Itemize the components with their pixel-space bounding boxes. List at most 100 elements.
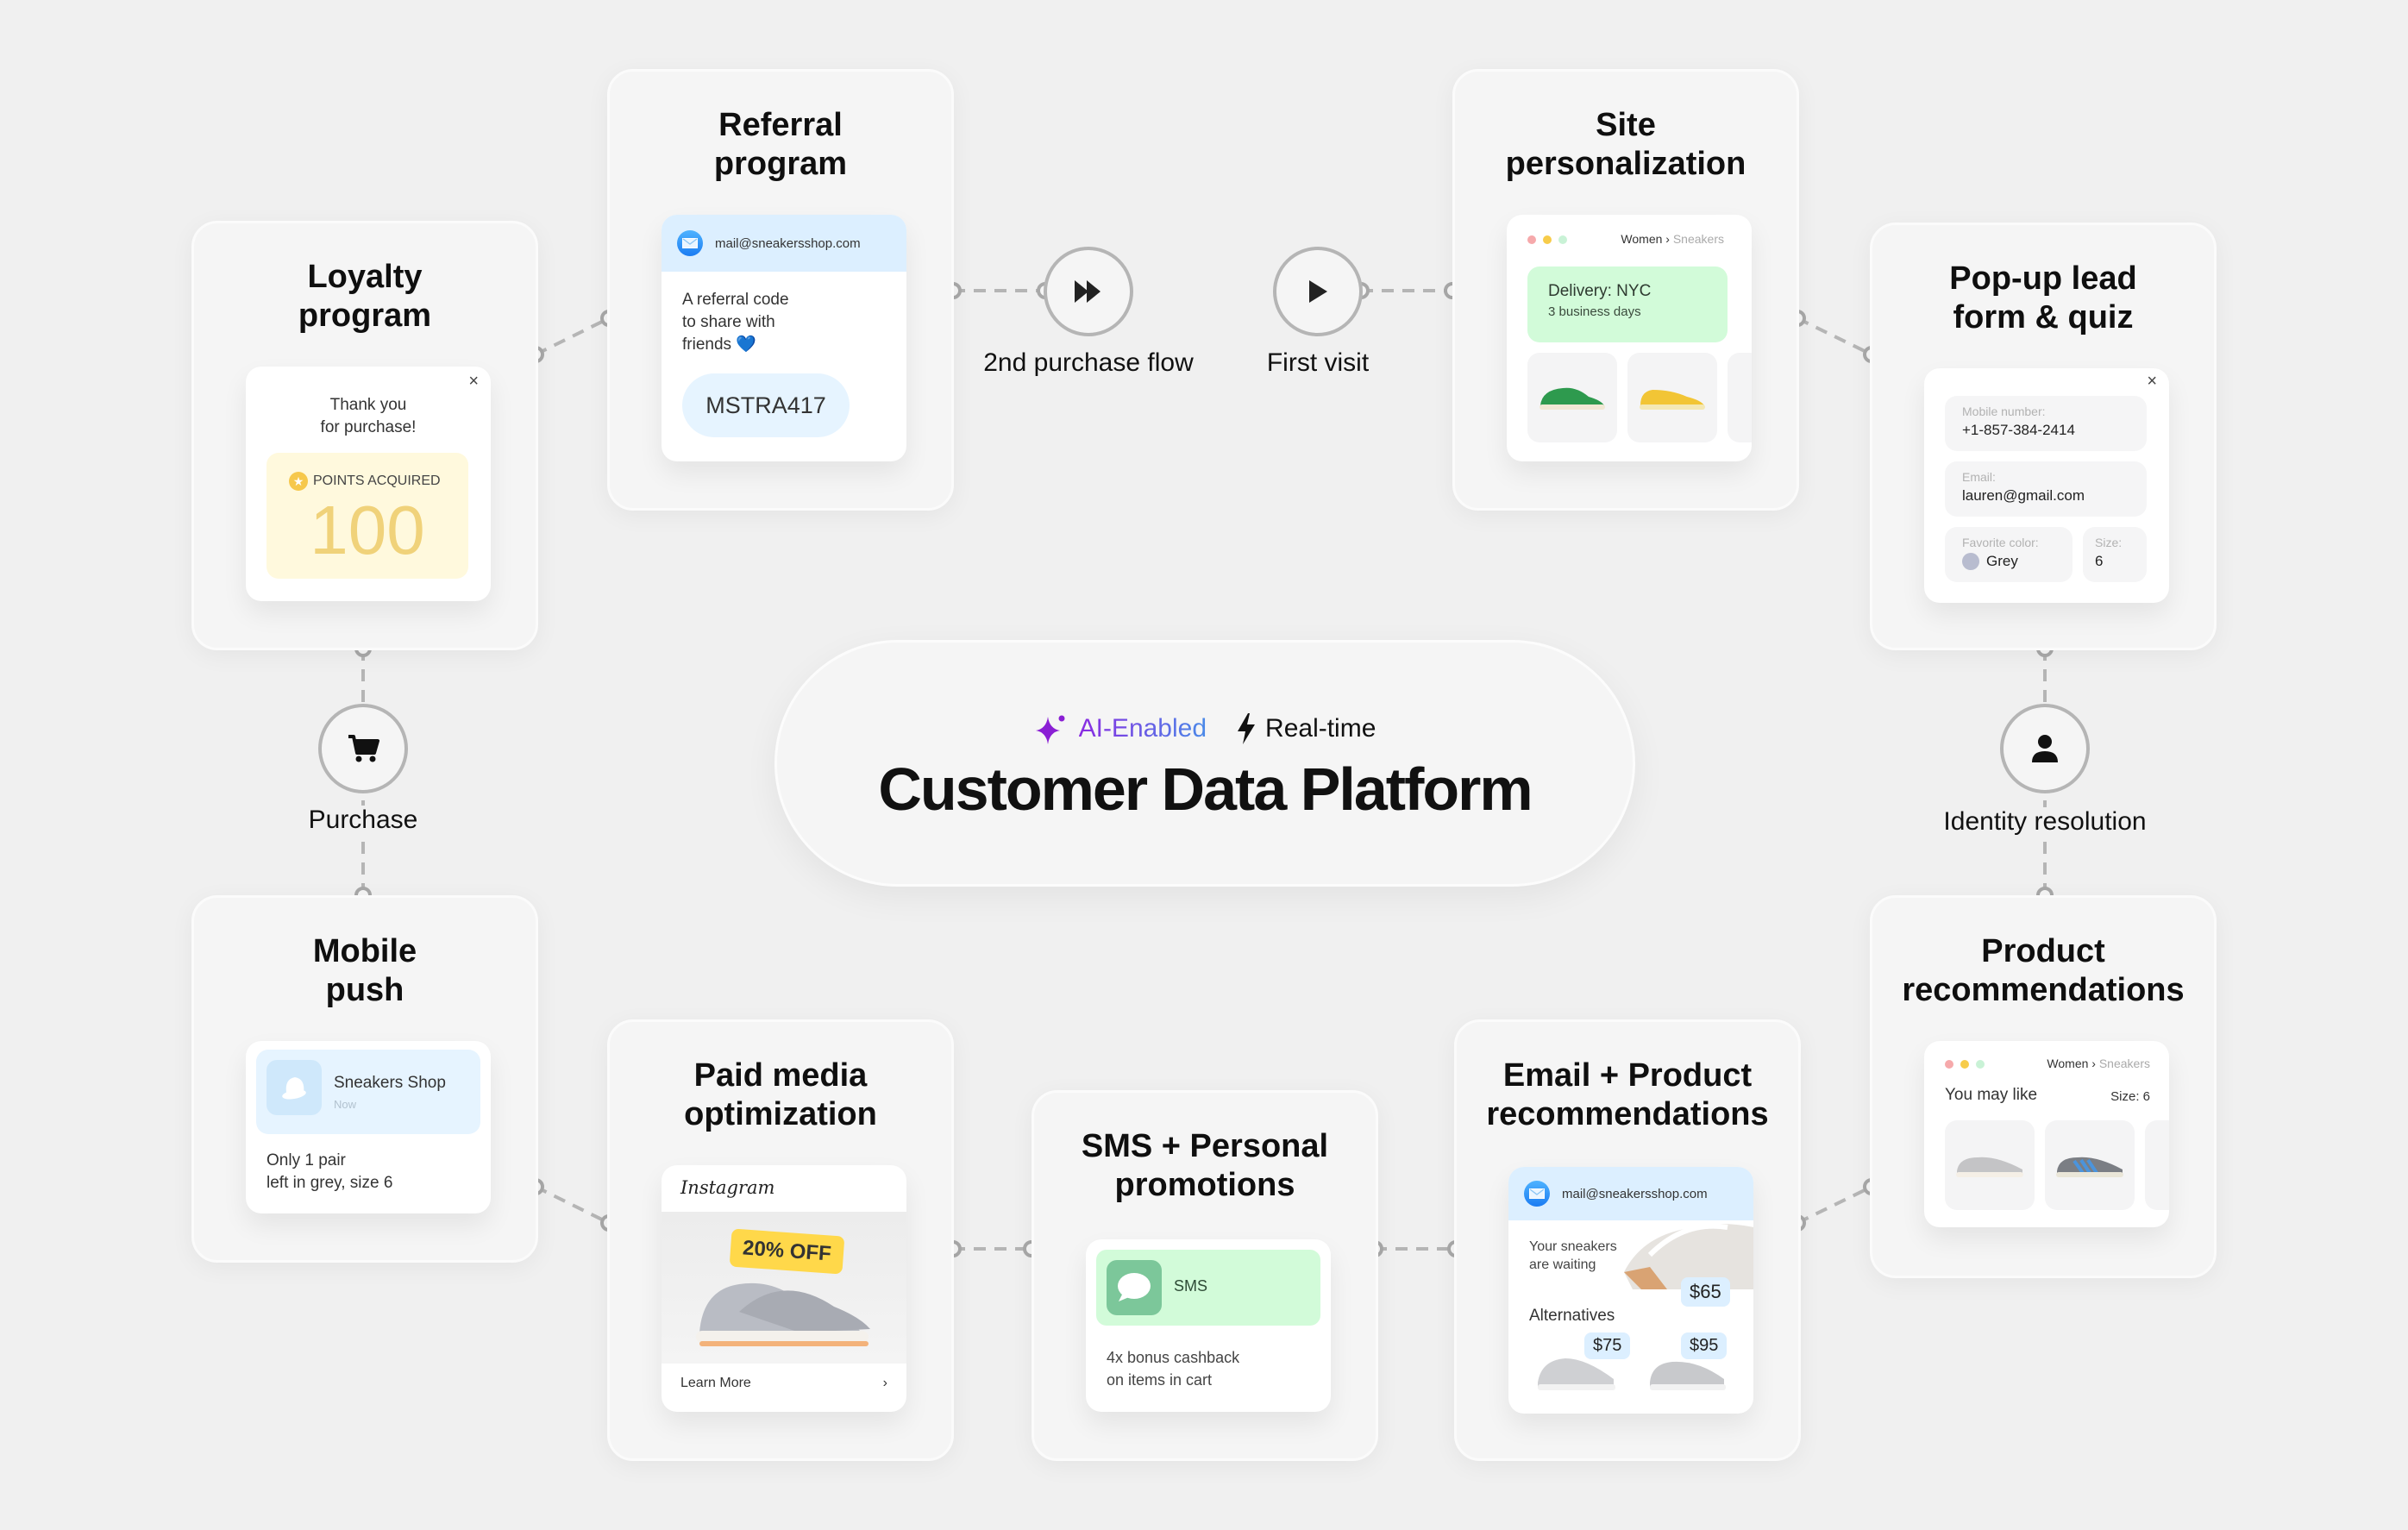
email-header: mail@sneakersshop.com	[662, 215, 906, 272]
node-label-identity: Identity resolution	[1943, 807, 2147, 837]
card-site-personalization: Site personalization Women › Sneakers De…	[1452, 69, 1799, 511]
card-title: Paid media optimization	[684, 1057, 877, 1132]
realtime-label: Real-time	[1265, 714, 1376, 743]
delivery-banner: Delivery: NYC 3 business days	[1527, 266, 1728, 342]
breadcrumb: Women › Sneakers	[2047, 1057, 2150, 1070]
card-product-recommendations: Product recommendations Women › Sneakers…	[1870, 895, 2217, 1278]
alt-sneaker-1-icon[interactable]	[1534, 1350, 1621, 1393]
breadcrumb: Women › Sneakers	[1621, 232, 1724, 246]
points-value: 100	[310, 492, 425, 568]
fast-forward-icon	[1075, 280, 1101, 303]
size-field[interactable]: Size: 6	[2083, 527, 2147, 582]
product-thumb[interactable]	[1945, 1120, 2035, 1210]
email-text-2: are waiting	[1529, 1257, 1596, 1272]
referral-text-3: friends 💙	[682, 335, 756, 354]
blue-stripe-sneaker-icon	[2056, 1157, 2123, 1177]
ad-image: 20% OFF	[662, 1212, 906, 1364]
email-label: Email:	[1962, 470, 1996, 484]
recommendations-preview: Women › Sneakers You may like Size: 6	[1924, 1041, 2169, 1227]
realtime-tag: Real-time	[1236, 712, 1376, 745]
sparkle-icon	[1035, 715, 1065, 744]
close-icon[interactable]: ×	[2147, 372, 2157, 391]
favorite-color-field[interactable]: Favorite color: Grey	[1945, 527, 2073, 582]
connector-mobile-paid	[535, 1185, 610, 1225]
color-label: Favorite color:	[1962, 536, 2039, 549]
node-identity-resolution[interactable]	[2000, 704, 2090, 793]
size-value: 6	[2095, 553, 2104, 569]
card-referral-program: Referral program mail@sneakersshop.com A…	[607, 69, 954, 511]
ai-enabled-tag: AI-Enabled	[1034, 712, 1207, 746]
card-email-recommendations: Email + Product recommendations mail@sne…	[1454, 1019, 1801, 1461]
email-value: lauren@gmail.com	[1962, 487, 2085, 504]
color-swatch	[1962, 553, 1979, 570]
featured-sneaker-icon	[1624, 1223, 1753, 1289]
card-title: Site personalization	[1505, 107, 1746, 182]
mobile-value: +1-857-384-2414	[1962, 422, 2075, 438]
sms-channel-label: SMS	[1174, 1277, 1208, 1295]
referral-code[interactable]: MSTRA417	[682, 373, 850, 437]
card-title: Email + Product recommendations	[1486, 1057, 1769, 1132]
connector-loyalty-referral	[535, 317, 610, 356]
breadcrumb-women[interactable]: Women	[1621, 232, 1663, 246]
product-thumb[interactable]	[1527, 353, 1617, 442]
card-title: SMS + Personal promotions	[1081, 1128, 1329, 1203]
play-icon	[1309, 280, 1327, 303]
breadcrumb-women[interactable]: Women	[2047, 1057, 2089, 1070]
product-thumb[interactable]	[2145, 1120, 2169, 1210]
points-label: POINTS ACQUIRED	[313, 473, 441, 488]
thanks-line-2: for purchase!	[320, 418, 417, 436]
push-notification: Sneakers Shop Now Only 1 pair left in gr…	[246, 1041, 491, 1213]
alt-sneaker-2-icon[interactable]	[1646, 1351, 1729, 1393]
grey-sneaker-icon	[1956, 1157, 2023, 1177]
connector-site-popup	[1797, 317, 1872, 356]
delivery-title: Delivery: NYC	[1548, 282, 1652, 300]
lightning-icon	[1238, 713, 1256, 744]
star-icon: ★	[289, 472, 308, 491]
bell-icon	[267, 1060, 322, 1115]
size-label: Size:	[2095, 536, 2123, 549]
yellow-sneaker-icon	[1640, 390, 1705, 410]
product-thumb[interactable]	[1627, 353, 1717, 442]
sender-address: mail@sneakersshop.com	[715, 235, 861, 251]
instagram-logo: Instagram	[680, 1177, 775, 1198]
mail-icon	[677, 230, 703, 256]
cdp-hub: AI-Enabled Real-time Customer Data Platf…	[774, 640, 1635, 887]
lead-form-popup: × Mobile number: +1-857-384-2414 Email: …	[1924, 368, 2169, 603]
card-mobile-push: Mobile push Sneakers Shop Now Only 1 pai…	[191, 895, 538, 1263]
card-title: Pop-up lead form & quiz	[1949, 260, 2137, 335]
connector-email-product	[1797, 1185, 1872, 1225]
referral-text-2: to share with	[682, 313, 775, 331]
notification-header: Sneakers Shop Now	[256, 1050, 480, 1134]
breadcrumb-separator: ›	[2091, 1057, 2096, 1070]
sender-address: mail@sneakersshop.com	[1562, 1186, 1708, 1201]
breadcrumb-sneakers[interactable]: Sneakers	[2098, 1057, 2150, 1070]
learn-more-link[interactable]: Learn More ›	[680, 1376, 887, 1391]
sms-message: SMS 4x bonus cashback on items in cart	[1086, 1239, 1331, 1412]
referral-text-1: A referral code	[682, 291, 789, 309]
node-label-2nd-purchase: 2nd purchase flow	[983, 348, 1194, 377]
node-first-visit[interactable]	[1273, 247, 1363, 336]
node-2nd-purchase[interactable]	[1044, 247, 1133, 336]
push-message-2: left in grey, size 6	[267, 1174, 393, 1192]
email-field[interactable]: Email: lauren@gmail.com	[1945, 461, 2147, 517]
node-purchase[interactable]	[318, 704, 408, 793]
breadcrumb-sneakers[interactable]: Sneakers	[1672, 232, 1724, 246]
close-icon[interactable]: ×	[468, 372, 479, 391]
site-preview: Women › Sneakers Delivery: NYC 3 busines…	[1507, 215, 1752, 461]
alt-price-1: $75	[1584, 1332, 1631, 1359]
alt-price-2: $95	[1681, 1332, 1728, 1359]
card-popup-lead-form: Pop-up lead form & quiz × Mobile number:…	[1870, 223, 2217, 650]
product-thumb[interactable]	[2045, 1120, 2135, 1210]
product-thumb[interactable]	[1728, 353, 1752, 442]
message-bubble-icon	[1107, 1260, 1162, 1315]
delivery-subtitle: 3 business days	[1548, 304, 1641, 319]
referral-email: mail@sneakersshop.com A referral code to…	[662, 215, 906, 461]
mobile-number-field[interactable]: Mobile number: +1-857-384-2414	[1945, 396, 2147, 451]
size-indicator: Size: 6	[2110, 1089, 2150, 1104]
card-loyalty-program: Loyalty program × Thank you for purchase…	[191, 221, 538, 650]
grey-sneaker-icon	[696, 1282, 870, 1346]
notification-time: Now	[334, 1098, 357, 1111]
thanks-line-1: Thank you	[329, 396, 407, 414]
card-sms-promotions: SMS + Personal promotions SMS 4x bonus c…	[1032, 1090, 1378, 1461]
